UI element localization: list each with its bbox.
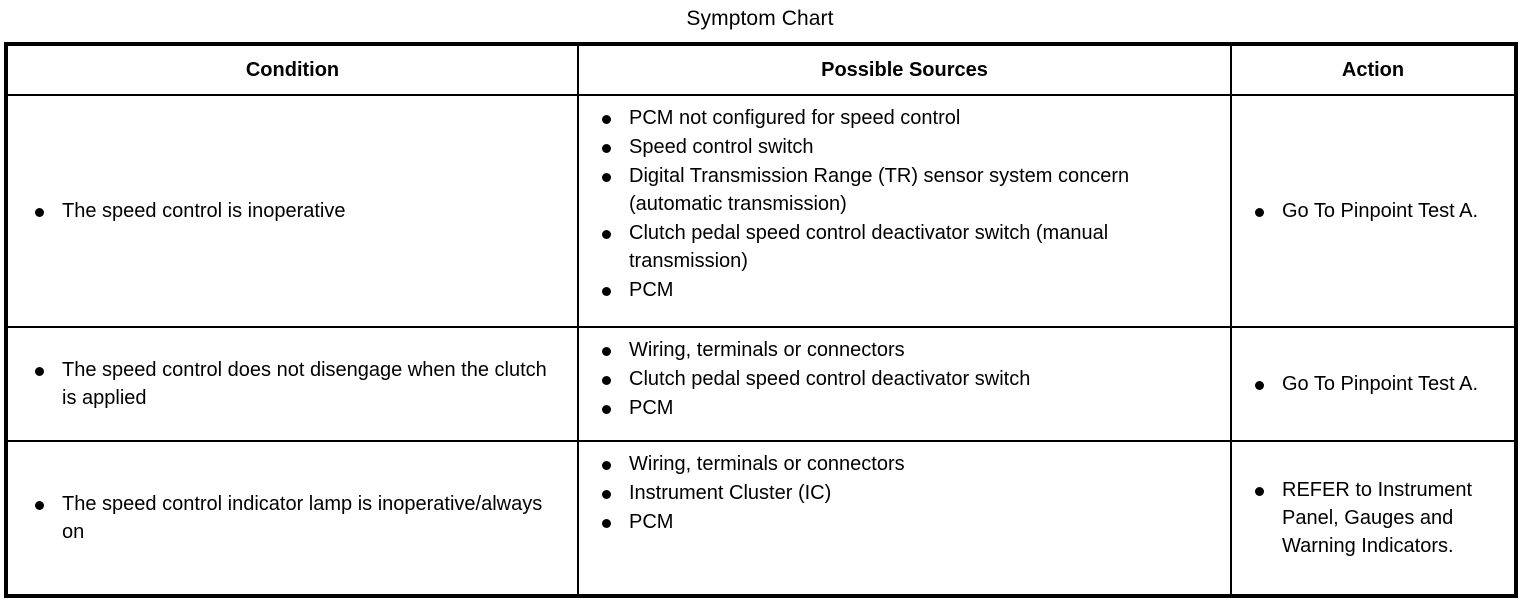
bullet-icon — [602, 144, 611, 153]
table-row: The speed control indicator lamp is inop… — [5, 440, 1517, 597]
action-list: REFER to Instrument Panel, Gauges and Wa… — [1246, 476, 1510, 560]
cell-content: Go To Pinpoint Test A. — [1232, 360, 1514, 408]
list-item: Clutch pedal speed control deactivator s… — [593, 219, 1220, 275]
bullet-icon — [602, 173, 611, 182]
bullet-icon — [35, 501, 44, 510]
column-header-action: Action — [1230, 43, 1517, 96]
list-item-label: PCM not configured for speed control — [629, 107, 961, 129]
list-item-label: Speed control switch — [629, 136, 814, 158]
condition-list: The speed control is inoperative — [26, 197, 563, 225]
cell-action: REFER to Instrument Panel, Gauges and Wa… — [1230, 440, 1517, 597]
cell-content: Wiring, terminals or connectors Instrume… — [579, 442, 1230, 546]
page-title: Symptom Chart — [686, 7, 834, 30]
list-item: REFER to Instrument Panel, Gauges and Wa… — [1246, 476, 1510, 560]
list-item-label: The speed control does not disengage whe… — [62, 359, 547, 409]
list-item-label: PCM — [629, 511, 674, 533]
table-header: Condition Possible Sources Action — [5, 43, 1517, 96]
bullet-icon — [602, 230, 611, 239]
list-item: PCM — [593, 394, 1220, 422]
list-item-label: PCM — [629, 279, 674, 301]
list-item: Speed control switch — [593, 133, 1220, 161]
bullet-icon — [1255, 208, 1264, 217]
symptom-table: Condition Possible Sources Action The sp… — [4, 42, 1518, 598]
sources-list: Wiring, terminals or connectors Instrume… — [593, 450, 1220, 536]
list-item: Wiring, terminals or connectors — [593, 450, 1220, 478]
list-item-label: Clutch pedal speed control deactivator s… — [629, 368, 1031, 390]
action-list: Go To Pinpoint Test A. — [1246, 197, 1510, 225]
table-row: The speed control is inoperative PCM not… — [5, 94, 1517, 328]
bullet-icon — [35, 367, 44, 376]
list-item-label: REFER to Instrument Panel, Gauges and Wa… — [1282, 479, 1473, 557]
list-item: The speed control is inoperative — [26, 197, 563, 225]
list-item-label: PCM — [629, 397, 674, 419]
action-list: Go To Pinpoint Test A. — [1246, 370, 1510, 398]
cell-content: PCM not configured for speed control Spe… — [579, 96, 1230, 314]
cell-possible-sources: Wiring, terminals or connectors Clutch p… — [577, 326, 1232, 442]
bullet-icon — [602, 490, 611, 499]
list-item-label: Instrument Cluster (IC) — [629, 482, 832, 504]
bullet-icon — [602, 461, 611, 470]
bullet-icon — [602, 347, 611, 356]
sources-list: PCM not configured for speed control Spe… — [593, 104, 1220, 304]
list-item-label: The speed control indicator lamp is inop… — [62, 493, 543, 543]
cell-content: The speed control is inoperative — [8, 187, 577, 235]
list-item-label: Digital Transmission Range (TR) sensor s… — [629, 165, 1130, 215]
table-header-row: Condition Possible Sources Action — [5, 43, 1517, 96]
cell-action: Go To Pinpoint Test A. — [1230, 326, 1517, 442]
cell-content: The speed control indicator lamp is inop… — [8, 480, 577, 556]
list-item-label: Wiring, terminals or connectors — [629, 453, 905, 475]
cell-condition: The speed control does not disengage whe… — [5, 326, 579, 442]
list-item: The speed control does not disengage whe… — [26, 356, 563, 412]
cell-condition: The speed control indicator lamp is inop… — [5, 440, 579, 597]
cell-content: REFER to Instrument Panel, Gauges and Wa… — [1232, 466, 1514, 570]
table-body: The speed control is inoperative PCM not… — [5, 94, 1517, 597]
cell-content: The speed control does not disengage whe… — [8, 346, 577, 422]
bullet-icon — [1255, 487, 1264, 496]
cell-possible-sources: PCM not configured for speed control Spe… — [577, 94, 1232, 328]
list-item: Clutch pedal speed control deactivator s… — [593, 365, 1220, 393]
sources-list: Wiring, terminals or connectors Clutch p… — [593, 336, 1220, 422]
bullet-icon — [602, 376, 611, 385]
cell-condition: The speed control is inoperative — [5, 94, 579, 328]
list-item: Digital Transmission Range (TR) sensor s… — [593, 162, 1220, 218]
list-item-label: Go To Pinpoint Test A. — [1282, 373, 1479, 395]
list-item: PCM not configured for speed control — [593, 104, 1220, 132]
bullet-icon — [602, 519, 611, 528]
list-item-label: Wiring, terminals or connectors — [629, 339, 905, 361]
cell-action: Go To Pinpoint Test A. — [1230, 94, 1517, 328]
list-item: Go To Pinpoint Test A. — [1246, 370, 1510, 398]
cell-content: Go To Pinpoint Test A. — [1232, 187, 1514, 235]
table-row: The speed control does not disengage whe… — [5, 326, 1517, 442]
list-item: Instrument Cluster (IC) — [593, 479, 1220, 507]
bullet-icon — [35, 208, 44, 217]
condition-list: The speed control indicator lamp is inop… — [26, 490, 563, 546]
list-item-label: Go To Pinpoint Test A. — [1282, 200, 1479, 222]
column-header-condition: Condition — [5, 43, 579, 96]
list-item: Go To Pinpoint Test A. — [1246, 197, 1510, 225]
bullet-icon — [602, 405, 611, 414]
cell-content: Wiring, terminals or connectors Clutch p… — [579, 328, 1230, 432]
list-item: PCM — [593, 276, 1220, 304]
list-item: The speed control indicator lamp is inop… — [26, 490, 563, 546]
column-header-possible-sources: Possible Sources — [577, 43, 1232, 96]
bullet-icon — [1255, 381, 1264, 390]
list-item: Wiring, terminals or connectors — [593, 336, 1220, 364]
cell-possible-sources: Wiring, terminals or connectors Instrume… — [577, 440, 1232, 597]
list-item: PCM — [593, 508, 1220, 536]
list-item-label: Clutch pedal speed control deactivator s… — [629, 222, 1109, 272]
bullet-icon — [602, 287, 611, 296]
list-item-label: The speed control is inoperative — [62, 200, 346, 222]
bullet-icon — [602, 115, 611, 124]
condition-list: The speed control does not disengage whe… — [26, 356, 563, 412]
